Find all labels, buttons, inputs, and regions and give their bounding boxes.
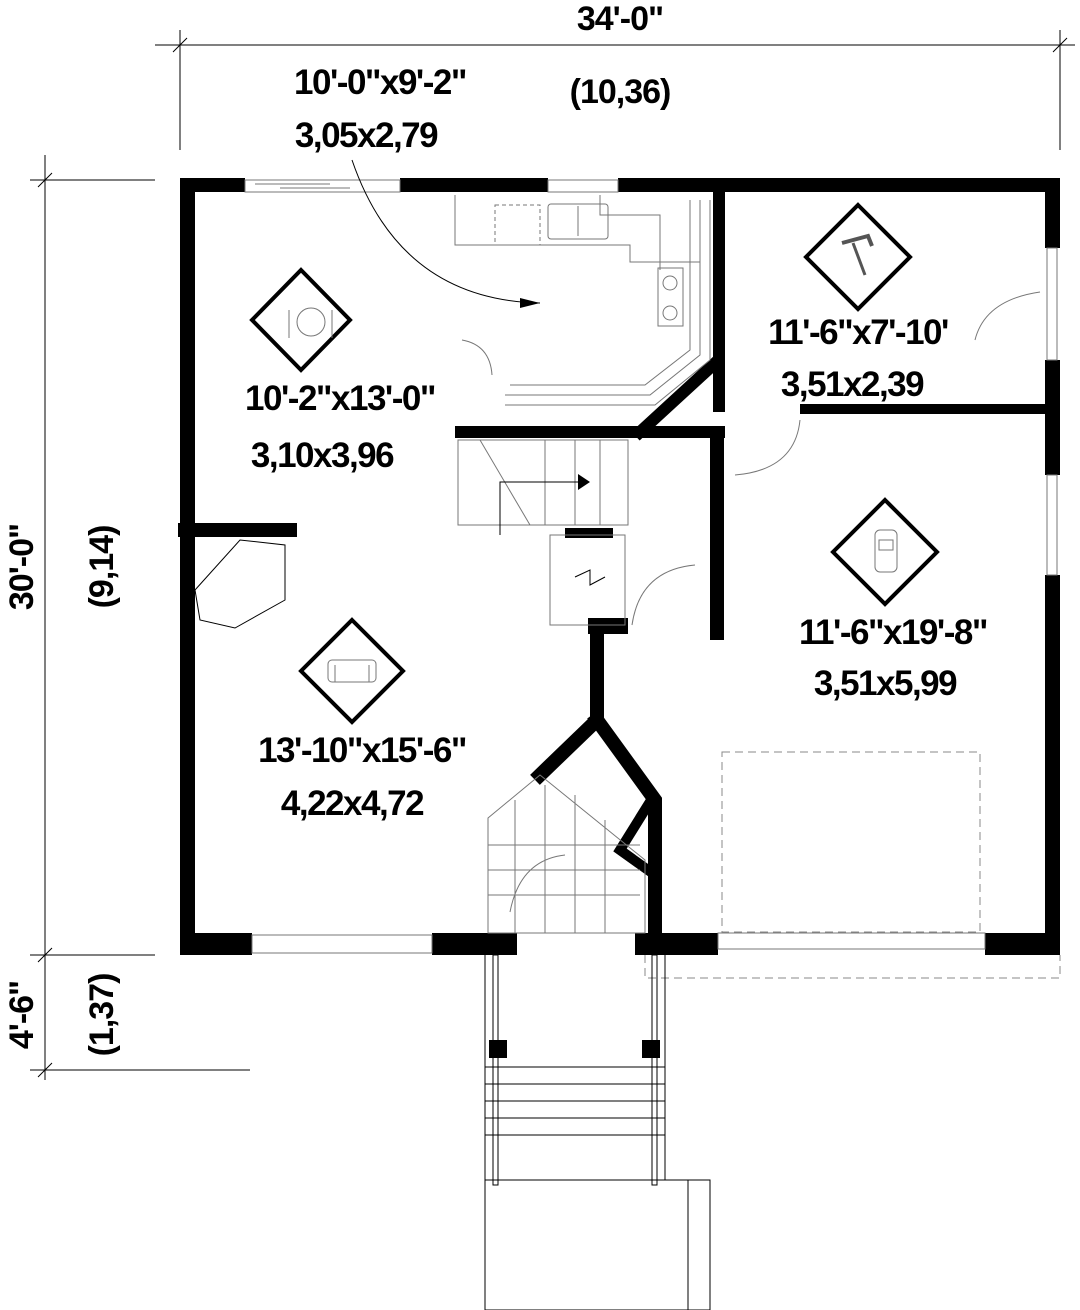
car-icon xyxy=(830,497,940,607)
door xyxy=(974,291,1041,341)
dining-size-metric: 3,10x3,96 xyxy=(251,436,394,475)
garage-door-outline xyxy=(721,751,981,933)
dimension-lines xyxy=(30,30,1075,1080)
door xyxy=(734,419,801,476)
kitchen-counters xyxy=(454,195,711,406)
garage-size-imperial: 11'-6"x19'-8" xyxy=(799,613,987,652)
dining-plate-icon xyxy=(249,267,353,373)
fireplace xyxy=(194,539,286,629)
porch-steps xyxy=(484,954,711,1310)
exterior-walls xyxy=(180,178,1060,955)
kitchen-swing-arc xyxy=(351,159,541,304)
windows xyxy=(244,179,1058,954)
arrow-icon xyxy=(520,298,540,308)
interior-walls xyxy=(178,180,1045,942)
porch-depth-imperial: 4'-6" xyxy=(3,981,41,1049)
door xyxy=(509,854,566,913)
door xyxy=(461,339,493,376)
garage-size-metric: 3,51x5,99 xyxy=(814,664,957,703)
workshop-size-metric: 3,51x2,39 xyxy=(781,365,924,404)
garage-apron xyxy=(644,955,1061,979)
living-size-imperial: 13'-10"x15'-6" xyxy=(258,731,466,770)
hammer-icon xyxy=(803,202,913,312)
workshop-size-imperial: 11'-6"x7'-10' xyxy=(768,313,948,352)
dining-size-imperial: 10'-2"x13'-0" xyxy=(245,379,435,418)
kitchen-size-imperial: 10'-0"x9'-2" xyxy=(294,63,466,102)
overall-width-metric: (10,36) xyxy=(570,73,671,111)
porch-depth-metric: (1,37) xyxy=(83,974,121,1057)
overall-depth-metric: (9,14) xyxy=(83,526,121,609)
living-size-metric: 4,22x4,72 xyxy=(281,784,424,823)
stairs xyxy=(457,439,629,626)
door xyxy=(631,564,696,626)
kitchen-size-metric: 3,05x2,79 xyxy=(295,116,438,155)
overall-width-imperial: 34'-0" xyxy=(577,0,663,38)
entry-tiles xyxy=(487,774,646,934)
sofa-icon xyxy=(298,617,406,725)
overall-depth-imperial: 30'-0" xyxy=(3,524,41,610)
